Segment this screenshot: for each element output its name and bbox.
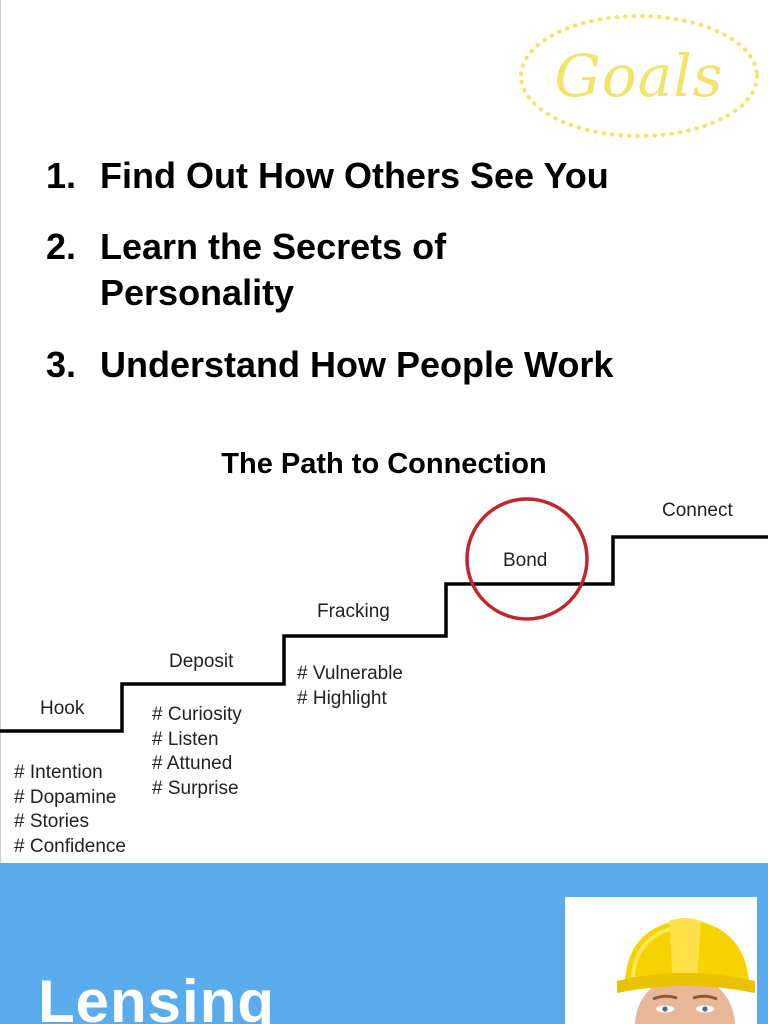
- tag-item: # Stories: [14, 811, 89, 833]
- staircase-diagram: [0, 497, 768, 733]
- step-label-deposit: Deposit: [169, 651, 234, 672]
- path-title: The Path to Connection: [221, 448, 547, 480]
- footer-banner: Lensing: [0, 863, 768, 1024]
- tag-item: # Confidence: [14, 835, 126, 857]
- step-label-connect: Connect: [662, 500, 733, 521]
- goal-text: Understand How People Work: [100, 344, 614, 385]
- fracking-tag-list: # Vulnerable # Highlight: [297, 662, 403, 711]
- goal-text-continued: Personality: [100, 272, 295, 313]
- goal-text: Learn the Secrets of: [100, 226, 447, 267]
- goals-badge-label: Goals: [554, 42, 724, 110]
- step-label-fracking: Fracking: [317, 601, 390, 622]
- staircase-line: [0, 535, 768, 733]
- goal-number: 1.: [46, 155, 77, 196]
- tag-item: # Vulnerable: [297, 663, 403, 684]
- portrait-photo: [565, 897, 757, 1024]
- step-label-hook: Hook: [40, 698, 85, 719]
- tag-item: # Intention: [14, 762, 103, 783]
- goal-number: 2.: [46, 226, 77, 267]
- tag-item: # Highlight: [297, 687, 387, 709]
- tag-item: # Attuned: [152, 753, 233, 775]
- tag-item: # Surprise: [152, 777, 239, 799]
- goal-text: Find Out How Others See You: [100, 155, 609, 196]
- tag-item: # Dopamine: [14, 786, 117, 808]
- goal-number: 3.: [46, 344, 77, 385]
- bond-highlight-circle: [465, 497, 589, 621]
- deposit-tag-list: # Curiosity # Listen # Attuned # Surpris…: [152, 703, 242, 801]
- step-label-bond: Bond: [503, 550, 548, 571]
- tag-item: # Listen: [152, 728, 219, 750]
- tag-item: # Curiosity: [152, 704, 242, 725]
- hard-hat-person-icon: [565, 897, 757, 1024]
- page-left-edge: [0, 0, 1, 863]
- goals-badge-ring: [519, 14, 759, 138]
- banner-title: Lensing: [38, 968, 276, 1024]
- hook-tag-list: # Intention # Dopamine # Stories # Confi…: [14, 761, 126, 859]
